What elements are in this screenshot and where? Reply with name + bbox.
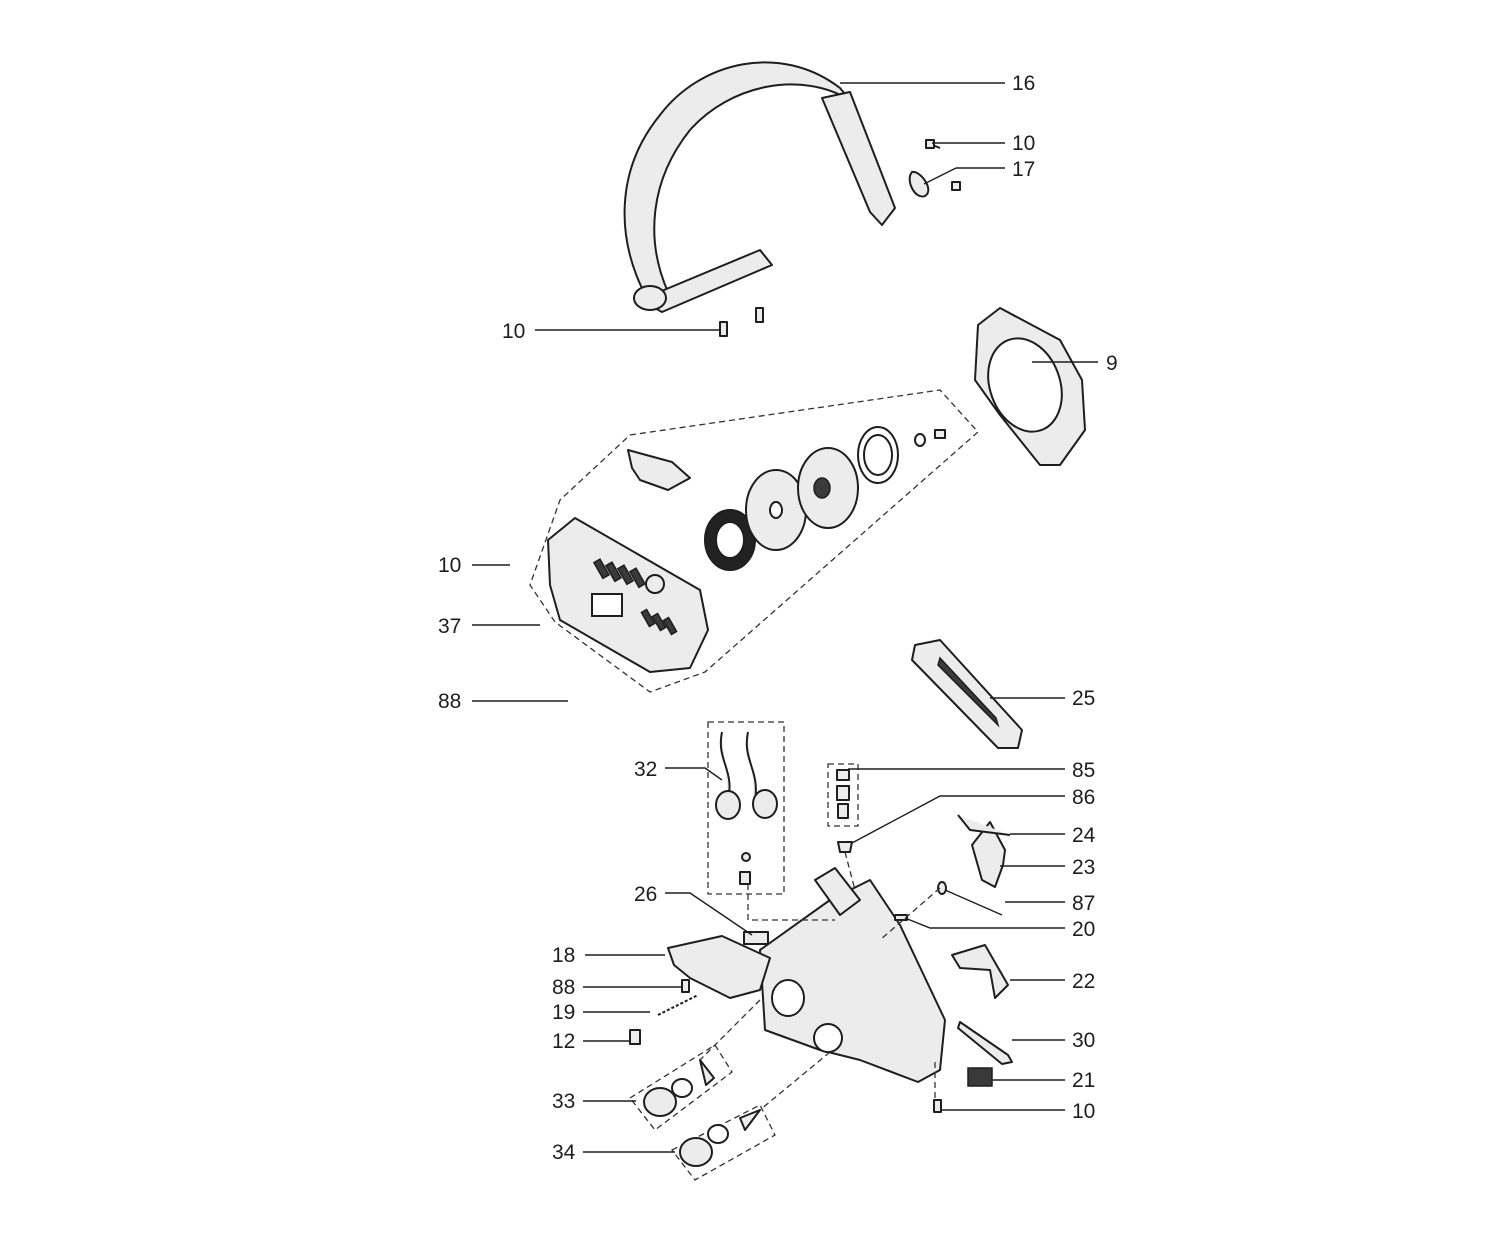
front-handle-part xyxy=(623,61,896,313)
callout-16: 16 xyxy=(1012,72,1035,95)
callout-19: 19 xyxy=(552,1001,575,1024)
callout-33: 33 xyxy=(552,1090,575,1113)
callout-25: 25 xyxy=(1072,687,1095,710)
starter-cover-part xyxy=(547,517,709,673)
fuel-cap-part xyxy=(679,1109,761,1167)
callout-88-body: 88 xyxy=(552,976,575,999)
recoil-spring-part xyxy=(704,509,756,571)
callout-10-body: 10 xyxy=(1072,1100,1095,1123)
handle-bolts xyxy=(719,139,961,337)
callout-17: 17 xyxy=(1012,158,1035,181)
callout-10-handle-lower: 10 xyxy=(502,320,525,343)
oil-parts xyxy=(836,769,853,853)
callout-23: 23 xyxy=(1072,856,1095,879)
callout-30: 30 xyxy=(1072,1029,1095,1052)
oil-cap-part xyxy=(643,1059,715,1117)
crankcase-part xyxy=(759,867,946,1083)
av-elements-part xyxy=(715,731,778,885)
callout-10-handle: 10 xyxy=(1012,132,1035,155)
fuel-cap-boundary xyxy=(671,1104,776,1181)
callout-34: 34 xyxy=(552,1141,576,1164)
callout-85: 85 xyxy=(1072,759,1095,782)
callout-18: 18 xyxy=(552,944,575,967)
pawl-spring-part xyxy=(857,426,946,484)
rope-pulley-part xyxy=(797,447,859,529)
spring-cassette-part xyxy=(745,469,807,551)
small-parts-group xyxy=(629,814,1013,1113)
callout-labels: 16 10 17 10 9 10 37 88 25 32 85 86 24 23… xyxy=(438,72,1118,1164)
oil-cap-boundary xyxy=(629,1044,733,1131)
callout-88-starter: 88 xyxy=(438,690,461,713)
callout-12: 12 xyxy=(552,1030,575,1053)
starter-handle-part xyxy=(627,449,691,491)
leader-lines xyxy=(472,82,1098,1153)
guide-plate-part xyxy=(911,639,1023,749)
callout-22: 22 xyxy=(1072,970,1095,993)
fan-housing-part xyxy=(974,307,1086,466)
callout-32: 32 xyxy=(634,758,657,781)
callout-10-starter: 10 xyxy=(438,554,461,577)
chain-catcher-part xyxy=(667,935,771,999)
starter-assembly-boundary xyxy=(529,389,979,693)
callout-86: 86 xyxy=(1072,786,1095,809)
callout-9: 9 xyxy=(1106,352,1118,375)
callout-87: 87 xyxy=(1072,892,1095,915)
callout-37: 37 xyxy=(438,615,461,638)
callout-24: 24 xyxy=(1072,824,1096,847)
oil-parts-boundary xyxy=(827,763,859,827)
callout-20: 20 xyxy=(1072,918,1095,941)
callout-26: 26 xyxy=(634,883,657,906)
av-element-boundary xyxy=(707,721,785,895)
callout-21: 21 xyxy=(1072,1069,1095,1092)
